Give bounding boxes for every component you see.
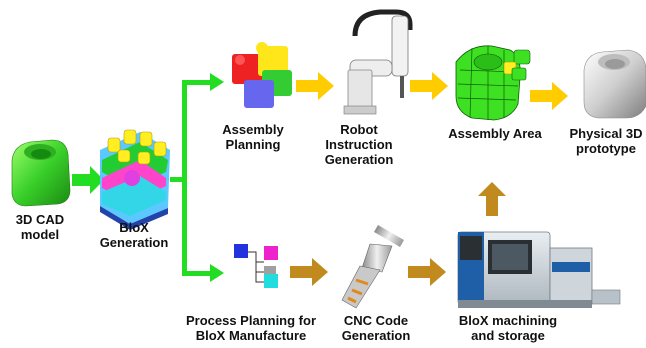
label-assembly-area: Assembly Area [448,126,542,141]
arrow-robot-to-assembly [410,72,448,100]
label-blox-machining: BloX machining and storage [458,313,558,343]
arrow-cnc-to-machining [408,258,446,286]
robot-arm-icon [343,9,413,115]
process-planning-icon [234,244,278,288]
arrow-machining-to-assembly [478,182,506,216]
arrow-planning-to-robot [296,72,334,100]
machining-center-icon [457,231,621,308]
arrow-assembly-to-prototype [530,82,568,110]
assembly-planning-icon [232,42,292,108]
label-cnc-code: CNC Code Generation [341,313,411,343]
label-process-planning: Process Planning for BloX Manufacture [185,313,317,343]
label-physical-prototype: Physical 3D prototype [569,126,643,156]
arrow-process-to-cnc [290,258,328,286]
cnc-tool-icon [341,225,404,309]
blox-generation-icon [100,129,170,230]
label-blox-generation: BloX Generation [99,220,169,250]
arrow-cad-to-blox [72,166,104,194]
label-robot-instruction: Robot Instruction Generation [324,122,394,167]
label-cad-model: 3D CAD model [15,212,65,242]
assembly-area-icon [455,45,531,121]
label-assembly-planning: Assembly Planning [222,122,284,152]
physical-prototype-icon [583,49,646,119]
cad-model-icon [11,139,71,207]
branch-connector [170,73,224,282]
